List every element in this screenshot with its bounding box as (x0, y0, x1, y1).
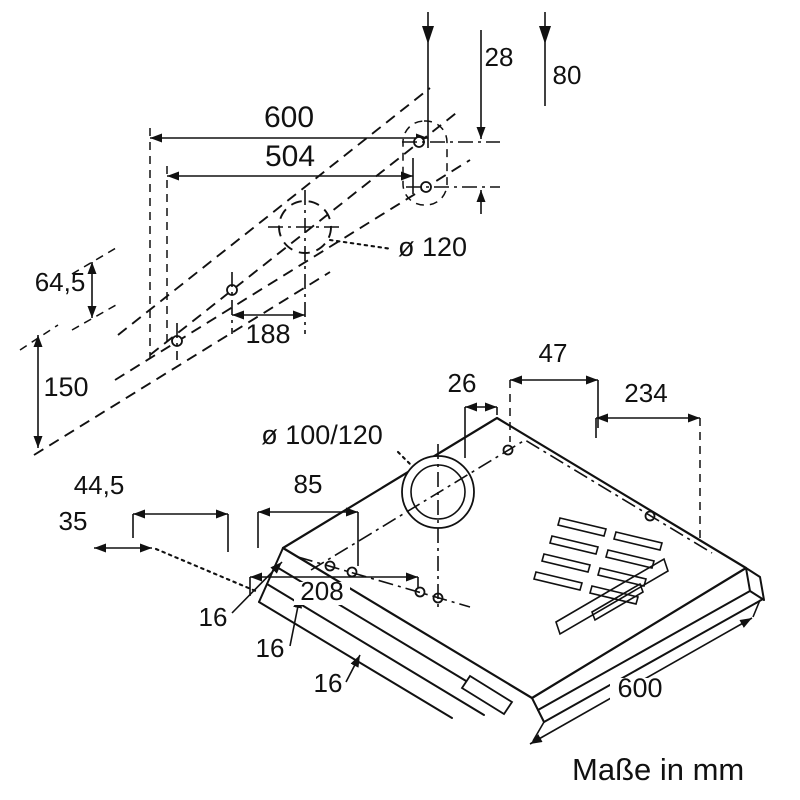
dim-side-hole-offset-label: 234 (624, 378, 667, 408)
dim-step-a-label: 16 (199, 602, 228, 632)
collar-diameter-label: ø 100/120 (261, 420, 383, 450)
front-offset-c-leader (154, 547, 260, 594)
dim-lower-edge-offset-label: 150 (43, 372, 88, 402)
ext-line (532, 721, 545, 742)
dim-template-width-label: 600 (264, 101, 314, 134)
dim-upper-row-offset-label: 64,5 (35, 267, 86, 297)
dim-corner-hole-offset-label: 26 (448, 368, 477, 398)
ref-tick (19, 324, 59, 351)
units-caption: Maße in mm (572, 752, 744, 787)
dim-row-gap-label: 28 (485, 42, 514, 72)
collar-leader (396, 450, 412, 466)
hood-right-cap (745, 567, 765, 601)
hood-step-edge-3 (258, 601, 453, 719)
mounting-template-view: 600 504 28 80 ø 120 64,5 150 188 (19, 12, 582, 456)
vent-slat (597, 567, 647, 587)
hood-foot (460, 674, 514, 716)
dim-center-offset-label: 188 (245, 319, 290, 349)
vent-slat (605, 549, 655, 569)
label-bg (610, 678, 670, 702)
dim-hole-span-label: 208 (300, 576, 343, 606)
vent-slat (549, 535, 599, 555)
hood-top-face (281, 416, 748, 700)
dim-front-offset-a-label: 44,5 (74, 470, 125, 500)
ext-line (752, 599, 761, 618)
dim-step-c-label: 16 (314, 668, 343, 698)
vent-slat (557, 517, 607, 537)
control-panel-switch (591, 582, 644, 622)
front-hole-centerline (297, 556, 471, 608)
down-arrow (539, 26, 551, 44)
hood-trim-edge-2 (543, 602, 757, 723)
dim-step-c-arrow (345, 654, 361, 683)
duct-leader (328, 238, 394, 251)
duct-diameter-label: ø 120 (398, 232, 467, 262)
hood-perspective-view: 47 26 234 ø 100/120 44,5 85 35 208 16 16… (59, 338, 765, 745)
dim-top-clearance-label: 80 (553, 60, 582, 90)
hood-trim-cap (537, 709, 545, 723)
label-bg (294, 582, 350, 605)
hood-front-edge-join (531, 697, 539, 711)
hood-step-edge-2 (266, 583, 485, 716)
dim-step-b-label: 16 (256, 633, 285, 663)
template-lower-hole-row-line (114, 159, 471, 381)
vent-slat (533, 571, 583, 591)
rear-hole-centerline (310, 439, 713, 571)
dim-front-offset-c-label: 35 (59, 506, 88, 536)
ref-tick (71, 304, 117, 331)
vent-slat (541, 553, 591, 573)
dim-hole-spacing-label: 504 (265, 140, 315, 173)
dim-front-offset-b-label: 85 (294, 469, 323, 499)
hole-group-outline (402, 120, 448, 206)
template-bottom-edge-line (33, 271, 331, 456)
hood-left-cap-edge (258, 547, 284, 603)
vent-slat (613, 531, 663, 551)
vent-slats (533, 517, 663, 605)
template-top-edge-line (117, 87, 431, 336)
dim-step-a-arrow (231, 561, 283, 614)
dim-rear-hole-offset-label: 47 (539, 338, 568, 368)
down-arrow (422, 26, 434, 44)
ref-tick (71, 247, 117, 275)
dim-hood-width-label: 600 (617, 673, 662, 703)
template-upper-hole-row-line (149, 109, 461, 356)
